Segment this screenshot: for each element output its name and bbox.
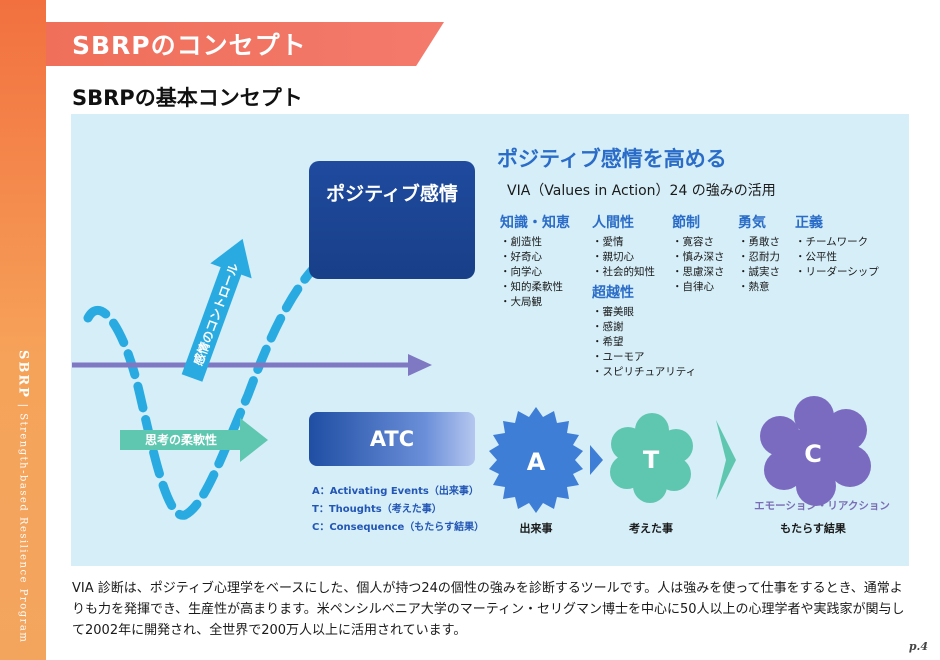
strength-item: ・希望 [592, 336, 624, 348]
section-title: SBRPの基本コンセプト [72, 86, 303, 110]
strength-item: ・ユーモア [592, 351, 645, 363]
node-label-t: 考えた事 [629, 522, 673, 535]
strength-item: ・向学心 [500, 266, 542, 278]
strength-item: ・誠実さ [738, 266, 780, 278]
via-description: VIA（Values in Action）24 の強みの活用 [507, 183, 776, 199]
strength-item: ・好奇心 [500, 251, 542, 263]
page-title: SBRPのコンセプト [72, 31, 307, 60]
baseline-arrowhead [408, 354, 432, 376]
footer-description: VIA 診断は、ポジティブ心理学をベースにした、個人が持つ24の個性の強みを診断… [72, 581, 905, 638]
node-letter-c: C [804, 440, 822, 468]
strength-item: ・熱意 [738, 281, 770, 293]
strength-head: 知識・知恵 [500, 215, 570, 231]
strength-item: ・大局観 [500, 296, 542, 308]
emotion-control-arrow: 感情のコントロール [181, 238, 252, 382]
strength-head: 勇気 [738, 215, 766, 231]
strength-item: ・審美眼 [592, 306, 634, 318]
strength-item: ・感謝 [592, 321, 624, 333]
strength-column-justice: 正義 ・チームワーク ・公平性 ・リーダーシップ [795, 212, 879, 280]
atc-box: ATC [309, 412, 475, 466]
arrow-a-t [590, 445, 603, 475]
strength-item: ・忍耐力 [738, 251, 780, 263]
side-subtitle: Strength-based Resilience Program [17, 413, 29, 644]
strength-item: ・自律心 [672, 281, 714, 293]
page-number: p.4 [908, 640, 928, 653]
strength-head: 人間性 [592, 215, 634, 231]
strength-column-humanity: 人間性 ・愛情 ・親切心 ・社会的知性 [592, 212, 655, 280]
strength-item: ・社会的知性 [592, 266, 655, 278]
strength-item: ・思慮深さ [672, 266, 725, 278]
strength-column-transcendence: 超越性 ・審美眼 ・感謝 ・希望 ・ユーモア ・スピリチュアリティ [592, 282, 696, 380]
strength-item: ・親切心 [592, 251, 634, 263]
node-label-c: もたらす結果 [780, 522, 846, 535]
emotion-reaction-label: エモーション・リアクション [754, 500, 890, 512]
side-vertical-text: SBRP | Strength-based Resilience Program [0, 350, 46, 643]
positive-emotion-box: ポジティブ感情 [309, 161, 475, 279]
strength-item: ・知的柔軟性 [500, 281, 563, 293]
strength-column-courage: 勇気 ・勇敢さ ・忍耐力 ・誠実さ ・熱意 [738, 212, 780, 295]
starburst-a [489, 407, 583, 513]
strength-column-wisdom: 知識・知恵 ・創造性 ・好奇心 ・向学心 ・知的柔軟性 ・大局観 [500, 212, 570, 310]
side-brand: SBRP [15, 350, 31, 399]
node-letter-a: A [527, 448, 546, 476]
strength-column-temperance: 節制 ・寛容さ ・慎み深さ ・思慮深さ ・自律心 [672, 212, 725, 295]
node-label-a: 出来事 [519, 522, 553, 535]
header-banner [46, 22, 444, 66]
strength-head: 正義 [795, 215, 823, 231]
node-c: C [760, 396, 871, 506]
atc-line-a: A：Activating Events（出来事） [312, 486, 479, 497]
strength-item: ・愛情 [592, 236, 624, 248]
strength-item: ・公平性 [795, 251, 837, 263]
thinking-flex-label: 思考の柔軟性 [145, 432, 217, 447]
strength-item: ・スピリチュアリティ [592, 366, 697, 378]
strength-item: ・慎み深さ [672, 251, 725, 263]
atc-line-c: C：Consequence（もたらす結果） [312, 522, 485, 533]
node-a: A [489, 407, 583, 513]
strength-head: 節制 [672, 215, 700, 231]
atc-line-t: T：Thoughts（考えた事） [312, 504, 442, 515]
arrow-t-c [716, 420, 736, 500]
node-t: T [610, 413, 693, 503]
side-separator: | [17, 403, 29, 409]
atc-title: ATC [369, 427, 415, 451]
strength-item: ・創造性 [500, 236, 542, 248]
side-strip [0, 0, 46, 660]
strength-item: ・リーダーシップ [795, 266, 879, 278]
strength-item: ・勇敢さ [738, 236, 780, 248]
thinking-flex-arrow: 思考の柔軟性 [120, 418, 268, 462]
emotion-control-label: 感情のコントロール [190, 261, 241, 368]
strength-item: ・寛容さ [672, 236, 714, 248]
node-letter-t: T [643, 446, 660, 474]
strength-head: 超越性 [592, 285, 634, 301]
positive-heading: ポジティブ感情を高める [497, 147, 727, 171]
strength-item: ・チームワーク [795, 236, 869, 248]
positive-emotion-label: ポジティブ感情 [326, 183, 458, 205]
